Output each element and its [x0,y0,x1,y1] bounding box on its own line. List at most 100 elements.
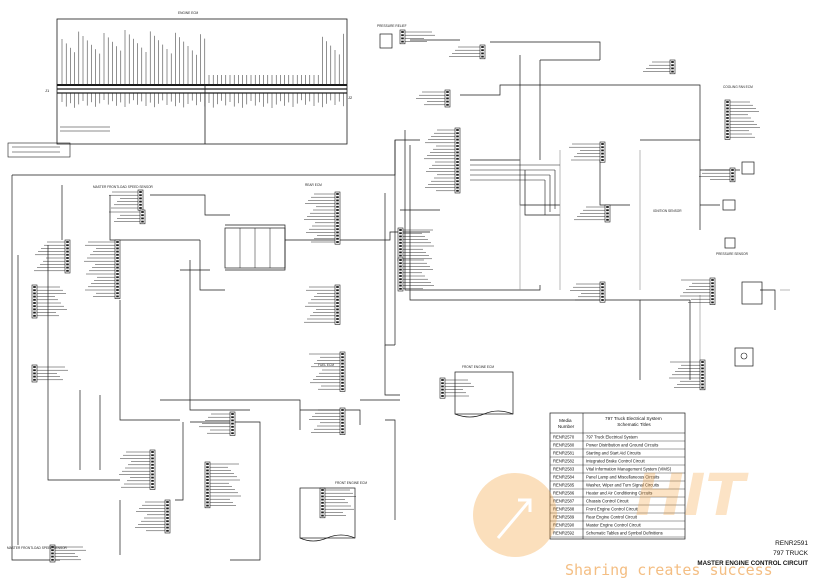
connector [397,227,434,262]
schematic-title: Power Distribution and Ground Circuits [586,443,658,448]
schematic-title: Panel Lamp and Miscellaneous Circuits [586,475,659,480]
connector [569,141,606,163]
watermark-logo: HIT [635,461,749,529]
table-row: RENR2588 Front Engine Control Circuit [550,507,685,514]
watermark-slogan: Sharing creates success [565,561,773,579]
connector [304,191,341,245]
cooling-fan-ecm-label: COOLING FAN ECM [723,85,753,89]
connector [309,407,346,435]
front-engine-ecm-label-2: FRONT ENGINE ECM [335,481,367,485]
engine-ecm-label: ENGINE ECM [178,11,199,15]
front-engine-ecm-box-2 [299,487,356,542]
media-number: RENR2584 [553,475,575,480]
schematic-titles-table: Media Number 797 Truck Electrical System… [549,412,686,540]
master-frontload-sensor-label: MASTER FRONTLOAD SPEED SENSOR [93,185,154,189]
connector-groups [31,29,760,563]
media-number: RENR2580 [553,443,575,448]
connector [304,284,341,325]
truck-model: 797 TRUCK [773,550,809,557]
schematic-title: 797 Truck Electrical System [586,435,638,440]
media-number: RENR2582 [553,459,575,464]
schematic-title: Heater and Air Conditioning Circuits [586,491,652,496]
connector [135,499,171,534]
table-row: RENR2592 Schematic Tables and Symbol Defi… [550,531,685,538]
media-number: RENR2570 [553,435,575,440]
schematic-title: Schematic Tables and Symbol Definitions [586,531,663,536]
engine-ecm-block: ENGINE ECM J1 J2 [45,11,353,145]
connector [699,167,736,183]
rear-ecm-label: REAR ECM [305,183,322,187]
connector [643,59,676,75]
title-block: RENR2591 797 TRUCK MASTER ENGINE CONTROL… [697,540,808,567]
table-header-titles: 797 Truck Electrical System Schematic Ti… [605,416,663,427]
connector [570,281,606,303]
front-engine-ecm-label: FRONT ENGINE ECM [462,365,494,369]
pressure-sensor-label: PRESSURE SENSOR [716,252,749,256]
media-number: RENR2588 [553,507,575,512]
media-number: RENR2585 [553,483,575,488]
table-row: RENR2585 Washer, Wiper and Turn Signal Ci… [550,483,685,490]
connector [31,284,67,319]
connector [416,89,451,108]
connector [680,277,716,305]
connector [119,449,156,490]
connector [204,461,241,509]
media-number: RENR2583 [553,467,575,472]
table-row: RENR2580 Power Distribution and Ground Ci… [550,443,685,450]
connector [724,99,760,140]
bundle-upper-right [470,164,560,215]
connector [34,239,71,274]
media-number: RENR2592 [553,531,575,536]
table-row: RENR2589 Rear Engine Control Circuit [550,515,685,522]
table-header-media: Media Number [558,418,575,429]
doc-number: RENR2591 [775,540,808,547]
connector [449,44,486,60]
schematic-title: Washer, Wiper and Turn Signal Circuits [586,483,659,488]
connector [397,257,434,292]
table-row: RENR2586 Heater and Air Conditioning Circ… [550,491,685,498]
watermark-circle [473,473,557,557]
table-row: RENR2570 797 Truck Electrical System [550,435,685,442]
connector [49,544,86,563]
schematic-title: Rear Engine Control Circuit [586,515,638,520]
connector [574,204,611,223]
connector [109,209,146,225]
connector [199,411,236,436]
media-number: RENR2589 [553,515,575,520]
media-number: RENR2590 [553,523,575,528]
connector [399,29,435,45]
sensor-component-right [379,33,763,367]
media-number: RENR2581 [553,451,575,456]
ground-block [7,126,110,158]
schematic-title: Chassis Control Circuit [586,499,629,504]
table-row: RENR2590 Master Engine Control Circuit [550,523,685,530]
table-row: RENR2583 Vital Information Management Sys… [550,467,685,474]
connector [669,359,706,391]
junction-block [224,227,286,269]
schematic-title: Front Engine Control Circuit [586,507,639,512]
watermark: HIT Sharing creates success [473,461,773,579]
table-row: RENR2587 Chassis Control Circuit [550,499,685,506]
media-number: RENR2586 [553,491,575,496]
schematic-title: Integrated Brake Control Circuit [586,459,645,464]
table-row: RENR2584 Panel Lamp and Miscellaneous Cir… [550,475,685,482]
schematic-title: Master Engine Control Circuit [586,523,642,528]
connector [84,239,121,299]
arrow-icon [496,498,532,539]
schematic-title: Vital Information Management System (VIM… [586,467,672,472]
pressure-relief-label: PRESSURE RELIEF [377,24,407,28]
connector-j2-label: J2 [348,95,353,100]
table-row: RENR2582 Integrated Brake Control Circuit [550,459,685,466]
connector [31,364,68,383]
connector [319,487,356,519]
fuel-ecm-label: FUEL ECM [318,363,334,367]
connector [109,189,144,211]
connector [424,127,461,194]
schematic-name: MASTER ENGINE CONTROL CIRCUIT [697,560,808,567]
front-engine-ecm-box [454,371,514,418]
connector [439,377,474,399]
media-number: RENR2587 [553,499,575,504]
connector-j1-label: J1 [45,88,50,93]
